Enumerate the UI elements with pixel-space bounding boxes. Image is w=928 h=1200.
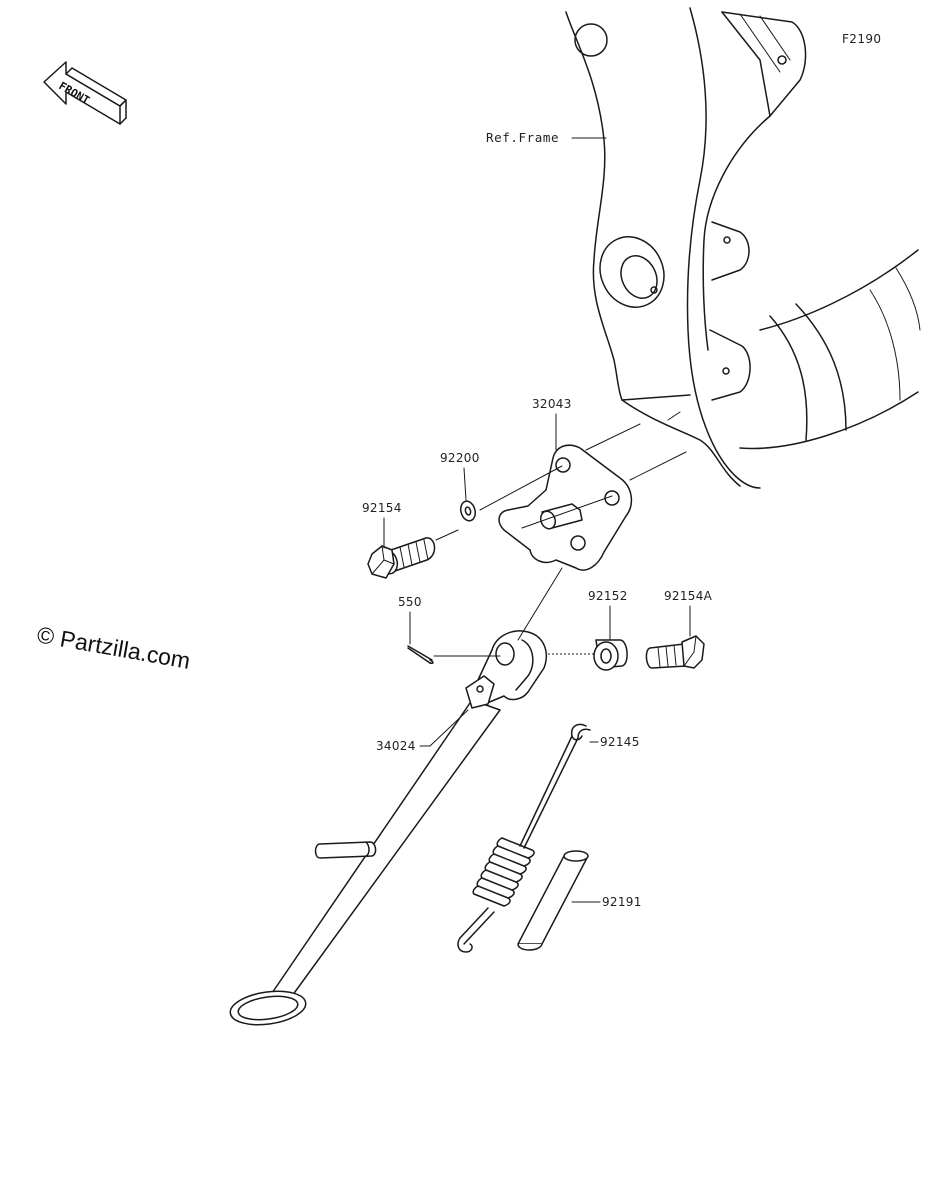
pivot-bolt-92154a[interactable] [645,635,705,669]
washer-92200[interactable] [459,500,478,523]
bracket-bolt-line [479,465,563,511]
callout-92152: 92152 [588,589,628,641]
figure-code: F2190 [842,32,881,46]
bolt-washer-leader [435,529,459,541]
callout-550: 550 [398,595,422,645]
side-stand-bracket-32043[interactable] [498,444,633,571]
ref-frame-callout: Ref.Frame [486,130,607,145]
front-direction-arrow-icon: FRONT [43,61,127,125]
side-stand-34024[interactable] [228,630,548,1029]
part-number-32043: 32043 [532,397,572,411]
callout-34024: 34024 [376,709,469,753]
bracket-mount-line-lower [629,451,687,481]
watermark: © Partzilla.com [35,621,192,674]
flange-bolt-92154[interactable] [367,537,436,579]
callout-92154: 92154 [362,501,402,549]
callout-92200: 92200 [440,451,480,501]
part-number-550: 550 [398,595,422,609]
part-number-92152: 92152 [588,589,628,603]
ref-frame-label: Ref.Frame [486,130,559,145]
spring-92145[interactable] [457,723,591,953]
stand-bracket-line [517,567,563,641]
bracket-bolt-line-2 [521,495,613,529]
part-number-34024: 34024 [376,739,416,753]
part-number-92145: 92145 [600,735,640,749]
tube-92191[interactable] [517,850,589,951]
part-number-92191: 92191 [602,895,642,909]
spring-coil [472,837,535,907]
callout-32043: 32043 [532,397,572,451]
bracket-mount-line-upper [585,423,641,451]
callout-92145: 92145 [589,735,640,749]
cotter-pin-550[interactable] [407,645,434,664]
part-number-92154a: 92154A [664,589,713,603]
part-number-92200: 92200 [440,451,480,465]
callout-92191: 92191 [571,895,642,909]
part-number-92154: 92154 [362,501,402,515]
frame-reference-drawing [565,7,921,489]
callout-92154a: 92154A [664,589,713,637]
collar-92152[interactable] [593,639,628,671]
